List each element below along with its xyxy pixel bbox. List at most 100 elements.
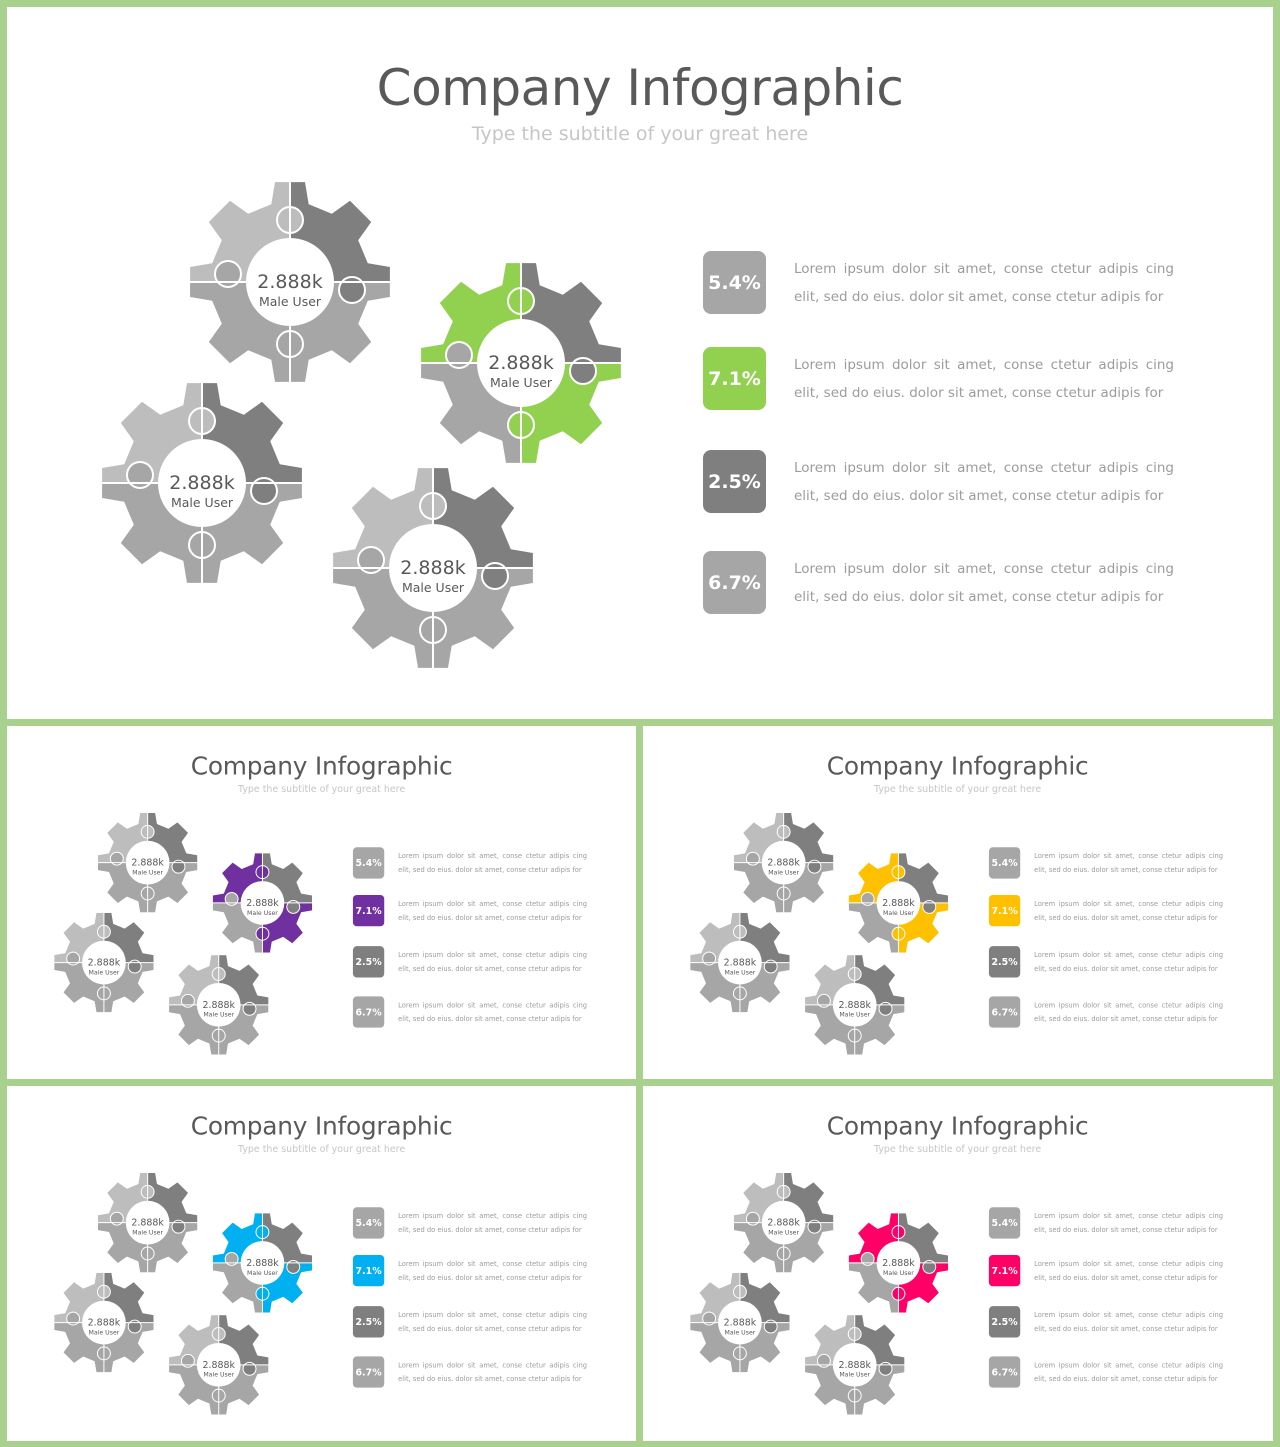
gear-label: Male User — [768, 1230, 799, 1237]
gear-value: 2.888k — [724, 1318, 757, 1329]
puzzle-knob — [66, 951, 81, 966]
stat-row: 2.5%Lorem ipsum dolor sit amet, conse ct… — [988, 946, 1247, 978]
stat-badge: 5.4% — [988, 847, 1021, 879]
gear-value: 2.888k — [882, 1258, 915, 1269]
slide-title: Company Infographic — [190, 751, 453, 781]
stat-badge: 7.1% — [352, 894, 385, 927]
puzzle-knob — [816, 993, 831, 1008]
gear-hub — [196, 1342, 241, 1387]
stat-row: 2.5% Lorem ipsum dolor sit amet, conse ct… — [988, 1306, 1247, 1338]
slide-subtitle: Type the subtitle of your great here — [874, 1143, 1042, 1155]
stat-row: 7.1%Lorem ipsum dolor sit amet, conse ct… — [352, 1254, 611, 1287]
stat-badge: 6.7% — [703, 551, 766, 614]
puzzle-knob — [250, 477, 278, 505]
stat-row: 7.1%Lorem ipsum dolor sit amet, conse ct… — [352, 894, 611, 927]
gear-label: Male User — [132, 870, 163, 877]
gear-value: 2.888k — [246, 1258, 279, 1269]
stat-row: 6.7% Lorem ipsum dolor sit amet, conse ct… — [352, 1356, 611, 1388]
puzzle-knob — [357, 546, 385, 574]
gear-label: Male User — [203, 1372, 234, 1379]
puzzle-knob — [807, 859, 822, 874]
gear-hub — [246, 238, 334, 326]
puzzle-knob — [702, 951, 717, 966]
slide-subtitle: Type the subtitle of your great here — [471, 123, 809, 145]
slide-title: Company Infographic — [190, 1111, 453, 1141]
stat-description: Lorem ipsum dolor sit amet, conse ctetur… — [1034, 1001, 1223, 1024]
stat-row: 7.1% Lorem ipsum dolor sit amet, conse ct… — [703, 347, 1223, 411]
puzzle-knob — [338, 276, 366, 304]
puzzle-knob — [286, 899, 301, 914]
stat-description: Lorem ipsum dolor sit amet, conse ctetur… — [398, 1259, 587, 1282]
puzzle-knob — [109, 851, 124, 866]
gear-label: Male User — [725, 970, 756, 977]
gear-hub — [718, 940, 762, 985]
stat-badge: 2.5% — [352, 946, 385, 978]
stat-row: 5.4%Lorem ipsum dolor sit amet, conse ct… — [352, 847, 611, 879]
puzzle-knob — [860, 1251, 875, 1266]
slide-subtitle: Type the subtitle of your great here — [874, 783, 1042, 795]
gear-label: Male User — [132, 1230, 163, 1237]
stat-row: 7.1%Lorem ipsum dolor sit amet, conse ct… — [988, 1254, 1247, 1287]
stat-description: Lorem ipsum dolor sit amet, conse ctetur… — [794, 357, 1174, 401]
puzzle-knob — [763, 1319, 778, 1334]
gear-value: 2.888k — [202, 1000, 235, 1011]
puzzle-knob — [445, 341, 473, 369]
puzzle-knob — [860, 891, 875, 906]
gear-hub — [761, 1200, 806, 1245]
stat-description: Lorem ipsum dolor sit amet, conse ctetur… — [1034, 1311, 1223, 1334]
gear-hub — [158, 439, 246, 527]
gear-hub — [240, 881, 285, 925]
stat-description: Lorem ipsum dolor sit amet, conse ctetur… — [398, 1361, 587, 1384]
puzzle-knob — [745, 1211, 760, 1226]
gear-label: Male User — [839, 1372, 870, 1379]
puzzle-knob — [922, 899, 937, 914]
gear-hub — [718, 1300, 762, 1345]
gear-value: 2.888k — [838, 1000, 871, 1011]
stat-badge: 6.7% — [352, 1356, 385, 1388]
stat-row: 2.5%Lorem ipsum dolor sit amet, conse ct… — [352, 946, 611, 978]
gear-hub — [832, 1342, 877, 1387]
gear-hub — [876, 1241, 921, 1285]
gear-value: 2.888k — [400, 557, 465, 579]
gear-value: 2.888k — [131, 1218, 164, 1229]
stat-badge: 6.7% — [352, 996, 385, 1028]
stat-description: Lorem ipsum dolor sit amet, conse ctetur… — [1034, 1259, 1223, 1282]
stat-badge: 2.5% — [988, 946, 1021, 978]
stat-row: 2.5%Lorem ipsum dolor sit amet, conse ct… — [703, 450, 1223, 514]
gear-value: 2.888k — [131, 858, 164, 869]
gear-hub — [196, 982, 241, 1027]
stat-row: 5.4%Lorem ipsum dolor sit amet, conse ct… — [988, 847, 1247, 879]
puzzle-knob — [569, 357, 597, 385]
stat-row: 6.7%Lorem ipsum dolor sit amet, conse ct… — [352, 996, 611, 1028]
stat-badge: 2.5% — [352, 1306, 385, 1338]
stat-badge: 7.1% — [988, 894, 1021, 927]
stat-badge: 7.1% — [703, 347, 766, 410]
puzzle-knob — [878, 1361, 893, 1376]
gear-hub — [876, 881, 921, 925]
stat-badge: 6.7% — [988, 1356, 1021, 1388]
puzzle-knob — [171, 859, 186, 874]
stat-badge: 2.5% — [988, 1306, 1021, 1338]
stat-badge: 5.4% — [703, 251, 766, 314]
stat-row: 2.5%Lorem ipsum dolor sit amet, conse ct… — [352, 1306, 611, 1338]
gear-hub — [240, 1241, 285, 1285]
gear-label: Male User — [89, 1330, 120, 1337]
